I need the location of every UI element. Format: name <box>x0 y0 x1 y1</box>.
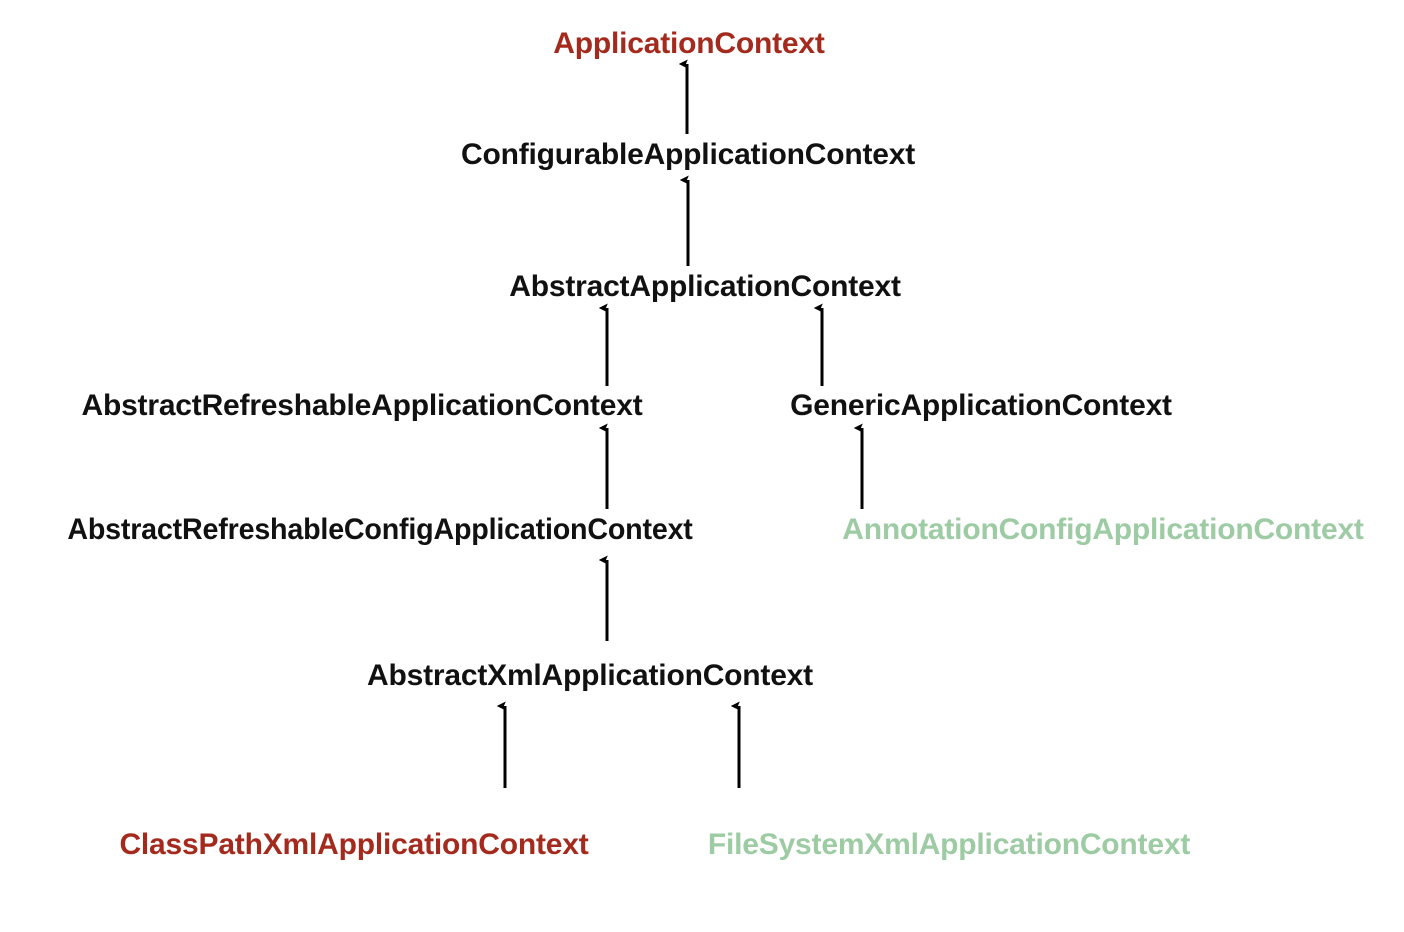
node-file-system-xml-application-context[interactable]: FileSystemXmlApplicationContext <box>707 828 1191 861</box>
node-configurable-application-context[interactable]: ConfigurableApplicationContext <box>461 138 915 171</box>
node-application-context[interactable]: ApplicationContext <box>553 27 825 60</box>
node-annotation-config-application-context[interactable]: AnnotationConfigApplicationContext <box>842 513 1364 546</box>
node-abstract-xml-application-context[interactable]: AbstractXmlApplicationContext <box>367 659 813 692</box>
node-abstract-refreshable-application-context[interactable]: AbstractRefreshableApplicationContext <box>81 389 643 422</box>
node-abstract-application-context[interactable]: AbstractApplicationContext <box>509 270 901 303</box>
node-generic-application-context[interactable]: GenericApplicationContext <box>790 389 1172 422</box>
node-abstract-refreshable-config-application-context[interactable]: AbstractRefreshableConfigApplicationCont… <box>67 513 693 546</box>
node-class-path-xml-application-context[interactable]: ClassPathXmlApplicationContext <box>119 828 589 861</box>
